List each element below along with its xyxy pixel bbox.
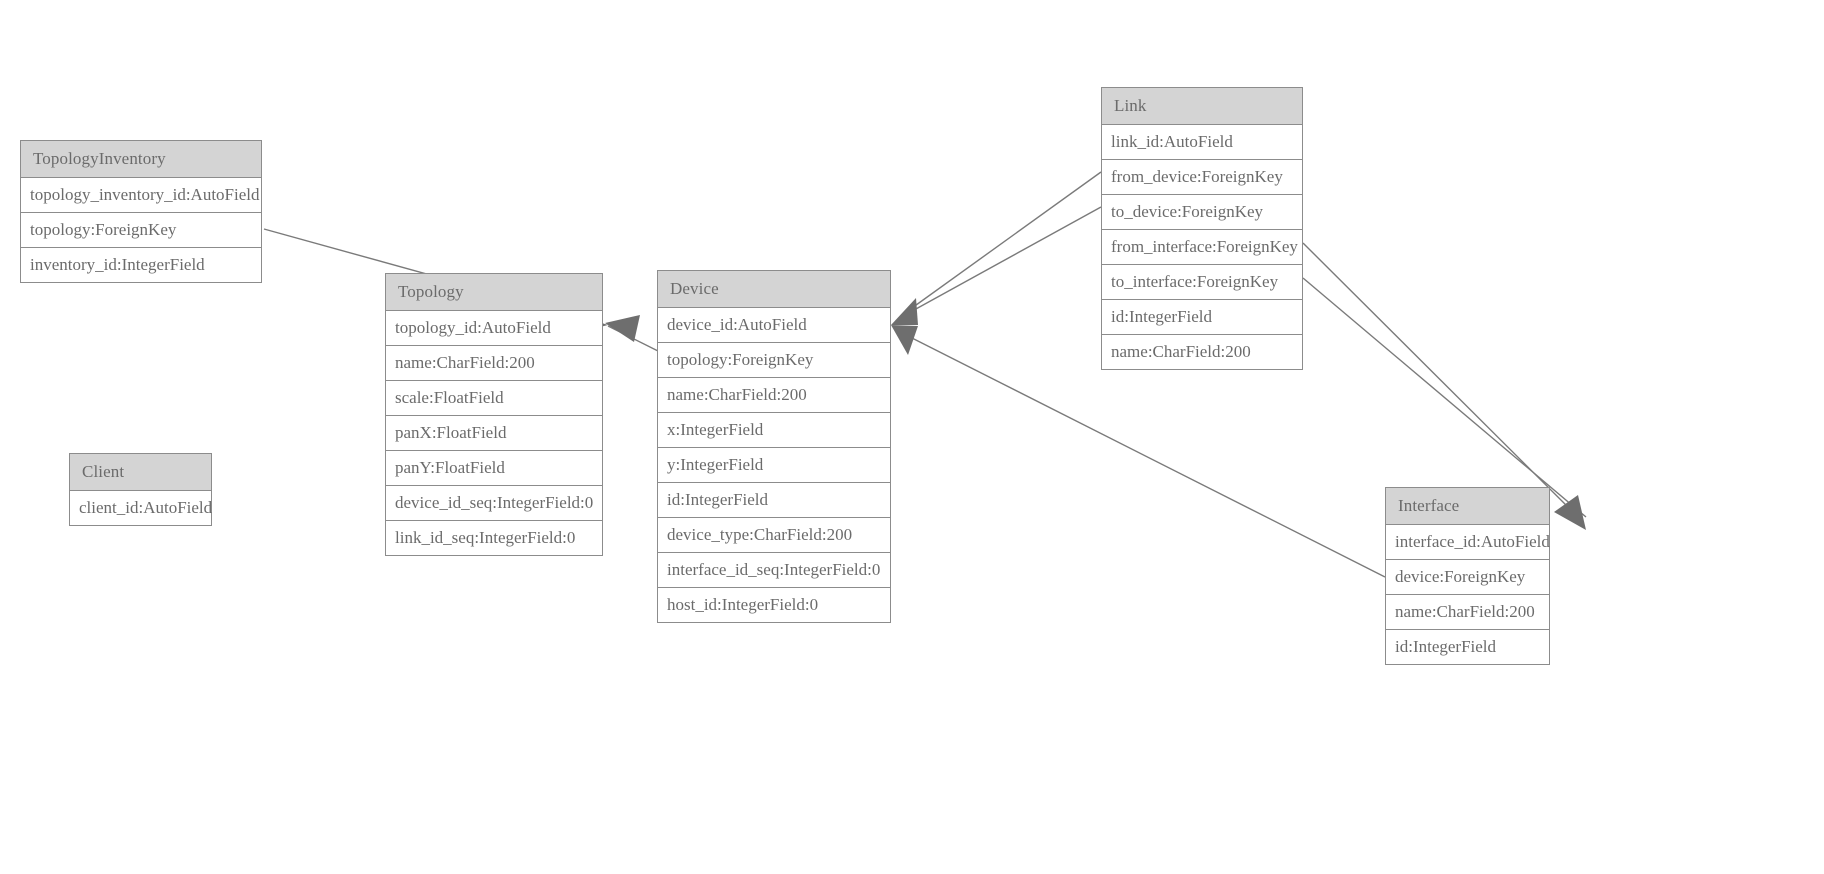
edge-link-to-device: [904, 206, 1102, 316]
edge-device-topology: [605, 315, 661, 353]
entity-field-row[interactable]: scale:FloatField: [386, 381, 602, 416]
entity-field-row[interactable]: link_id_seq:IntegerField:0: [386, 521, 602, 555]
entity-field-row[interactable]: name:CharField:200: [1102, 335, 1302, 369]
entity-title: Link: [1102, 88, 1302, 125]
edge-link-to-interface: [1302, 277, 1587, 518]
entity-field-row[interactable]: interface_id_seq:IntegerField:0: [658, 553, 890, 588]
entity-field-row[interactable]: link_id:AutoField: [1102, 125, 1302, 160]
entity-field-row[interactable]: device_id:AutoField: [658, 308, 890, 343]
entity-title: Topology: [386, 274, 602, 311]
entity-field-row[interactable]: topology_id:AutoField: [386, 311, 602, 346]
entity-field-row[interactable]: name:CharField:200: [658, 378, 890, 413]
entity-field-row[interactable]: id:IntegerField: [1102, 300, 1302, 335]
entity-title: Client: [70, 454, 211, 491]
entity-field-row[interactable]: topology_inventory_id:AutoField: [21, 178, 261, 213]
entity-field-row[interactable]: from_device:ForeignKey: [1102, 160, 1302, 195]
entity-field-row[interactable]: from_interface:ForeignKey: [1102, 230, 1302, 265]
entity-field-row[interactable]: panX:FloatField: [386, 416, 602, 451]
entity-field-row[interactable]: host_id:IntegerField:0: [658, 588, 890, 622]
entity-field-row[interactable]: panY:FloatField: [386, 451, 602, 486]
edge-interface-device: [907, 335, 1386, 578]
entity-field-row[interactable]: to_device:ForeignKey: [1102, 195, 1302, 230]
arrowhead-device-lower: [891, 325, 918, 355]
entity-field-row[interactable]: to_interface:ForeignKey: [1102, 265, 1302, 300]
entity-field-row[interactable]: client_id:AutoField: [70, 491, 212, 525]
entity-field-row[interactable]: id:IntegerField: [1386, 630, 1549, 664]
entity-field-row[interactable]: inventory_id:IntegerField: [21, 248, 261, 282]
entity-field-row[interactable]: device_type:CharField:200: [658, 518, 890, 553]
entity-field-row[interactable]: device_id_seq:IntegerField:0: [386, 486, 602, 521]
entity-field-row[interactable]: x:IntegerField: [658, 413, 890, 448]
entity-field-row[interactable]: name:CharField:200: [386, 346, 602, 381]
entity-field-row[interactable]: name:CharField:200: [1386, 595, 1549, 630]
entity-title: Device: [658, 271, 890, 308]
entity-field-row[interactable]: device:ForeignKey: [1386, 560, 1549, 595]
arrowhead-interface: [1554, 495, 1586, 530]
entity-title: Interface: [1386, 488, 1549, 525]
arrowhead-device-upper: [891, 298, 918, 325]
entity-field-row[interactable]: interface_id:AutoField: [1386, 525, 1550, 560]
entity-title: TopologyInventory: [21, 141, 261, 178]
entity-field-row[interactable]: y:IntegerField: [658, 448, 890, 483]
entity-field-row[interactable]: topology:ForeignKey: [658, 343, 890, 378]
edge-link-from-device: [904, 171, 1102, 314]
edge-link-from-interface: [1302, 242, 1579, 518]
entity-field-row[interactable]: topology:ForeignKey: [21, 213, 261, 248]
entity-field-row[interactable]: id:IntegerField: [658, 483, 890, 518]
